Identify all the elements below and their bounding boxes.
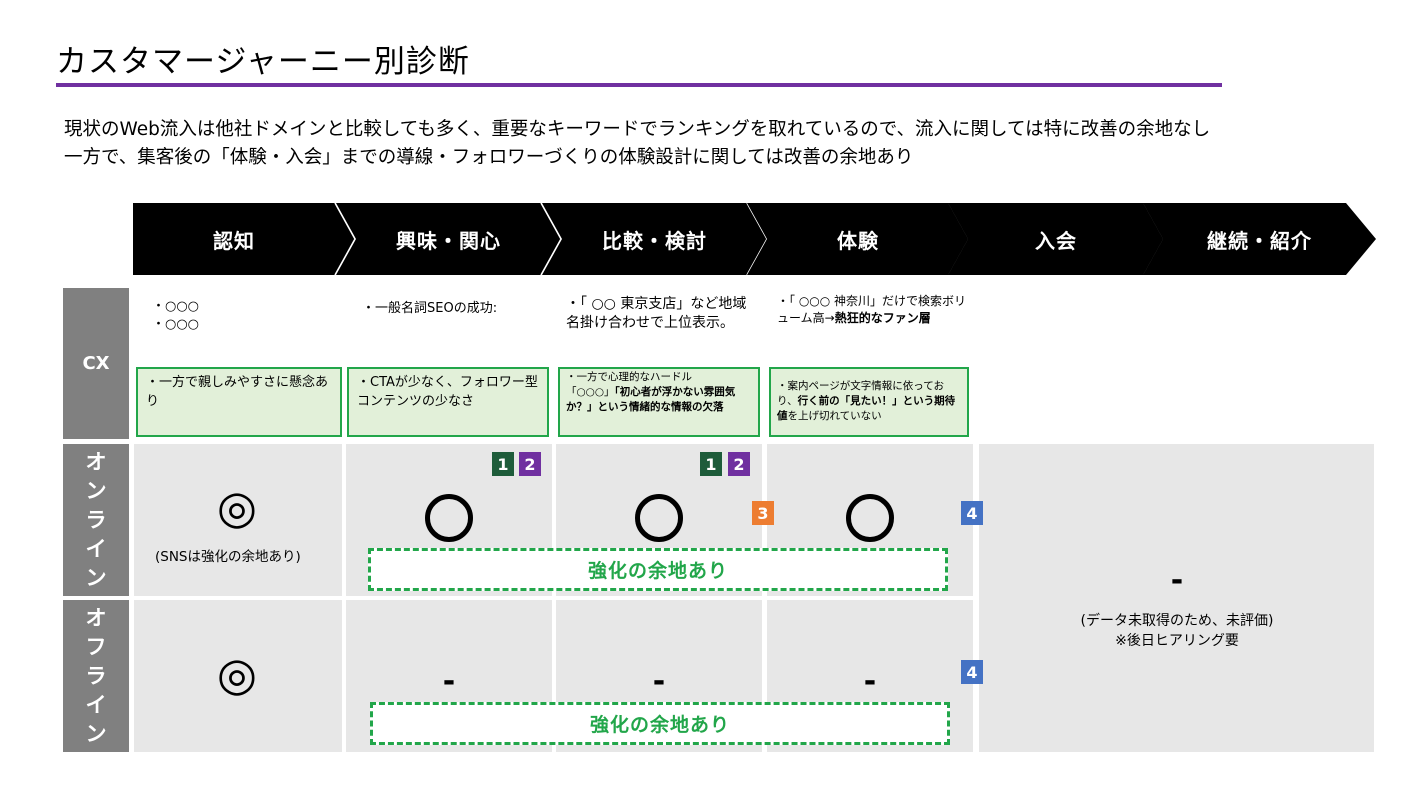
badge-4: 4 xyxy=(961,501,983,525)
cx-issue-highlight: 行く前の「見たい！」という期待値 xyxy=(777,395,956,422)
double-circle-mark: ◎ xyxy=(216,480,258,534)
badge-3: 3 xyxy=(752,501,774,525)
cx-awareness-points: ・○○○ ・○○○ xyxy=(152,298,199,334)
stage-label: 入会 xyxy=(1035,228,1077,253)
cx-point: ・○○○ xyxy=(152,317,200,332)
cx-trial-point: ・「 ○○○ 神奈川」だけで検索ボリューム高→熱狂的なファン層 xyxy=(777,293,973,327)
row-label-char: ラ xyxy=(85,663,107,688)
row-label-online: オ ン ラ イ ン xyxy=(63,444,129,596)
online-cell-awareness xyxy=(134,444,342,596)
stage-label: 認知 xyxy=(213,228,255,253)
row-label-char: ン xyxy=(85,721,107,746)
badge-2: 2 xyxy=(519,452,541,476)
summary: 現状のWeb流入は他社ドメインと比較しても多く、重要なキーワードでランキングを取… xyxy=(64,116,1414,172)
cx-issue-trial: ・案内ページが文字情報に依っており、行く前の「見たい！」という期待値を上げ切れて… xyxy=(769,367,969,437)
badge-1: 1 xyxy=(700,452,722,476)
stage-label: 体験 xyxy=(837,228,879,253)
cx-issue-compare: ・一方で心理的なハードル 「○○○」「初心者が浮かない雰囲気か？」という情緒的な… xyxy=(558,367,760,437)
row-label-char: ン xyxy=(85,565,107,590)
offline-strengthen-box: 強化の余地あり xyxy=(370,702,950,745)
cx-issue-text: を上げ切れていない xyxy=(787,410,882,422)
page-title: カスタマージャーニー別診断 xyxy=(56,44,470,80)
stage-retain-refer: 継続・紹介 xyxy=(1143,203,1376,275)
stage-trial: 体験 xyxy=(747,203,969,275)
row-label-char: ラ xyxy=(85,507,107,532)
dash-mark: - xyxy=(652,664,666,699)
pending-note-line: (データ未取得のため、未評価) xyxy=(1080,613,1274,629)
cx-issue-line: ・一方で心理的なハードル xyxy=(566,371,692,383)
circle-mark xyxy=(635,494,683,542)
cx-issue-line: 「○○○」 xyxy=(566,386,615,398)
pending-dash: - xyxy=(1170,563,1184,598)
row-label-char: イ xyxy=(85,536,107,561)
summary-line-1: 現状のWeb流入は他社ドメインと比較しても多く、重要なキーワードでランキングを取… xyxy=(64,119,1211,140)
pending-cell xyxy=(979,444,1374,752)
online-awareness-note: (SNSは強化の余地あり) xyxy=(155,549,301,565)
stage-compare: 比較・検討 xyxy=(542,203,767,275)
offline-cell-awareness xyxy=(134,600,342,752)
dash-mark: - xyxy=(863,664,877,699)
cx-issue-text: ・案内ページが文字情報に依っており、 xyxy=(777,380,944,407)
cx-issue-awareness: ・一方で親しみやすさに懸念あり xyxy=(136,367,342,437)
pending-note: (データ未取得のため、未評価) ※後日ヒアリング要 xyxy=(1029,611,1325,651)
cx-issue-highlight: 「初心者が浮かない雰囲気か？」という情緒的な情報の欠落 xyxy=(566,386,736,413)
badge-4: 4 xyxy=(961,660,983,684)
dash-mark: - xyxy=(442,664,456,699)
title-underline xyxy=(56,83,1222,87)
cx-trial-highlight: 熱狂的なファン層 xyxy=(834,311,931,325)
pending-note-line: ※後日ヒアリング要 xyxy=(1115,633,1239,649)
cx-trial-text: ・「 ○○○ 神奈川」だけで検索ボリューム高→ xyxy=(777,294,967,325)
stage-label: 継続・紹介 xyxy=(1207,228,1312,253)
row-label-offline: オ フ ラ イ ン xyxy=(63,600,129,752)
double-circle-mark: ◎ xyxy=(216,647,258,701)
cx-issue-interest: ・CTAが少なく、フォロワー型コンテンツの少なさ xyxy=(347,367,549,437)
row-label-char: オ xyxy=(85,449,107,474)
row-label-char: フ xyxy=(85,634,107,659)
journey-stages: 認知 興味・関心 比較・検討 体験 入会 継続・紹介 xyxy=(133,203,1376,275)
online-strengthen-box: 強化の余地あり xyxy=(368,548,948,591)
cx-interest-point: ・一般名詞SEOの成功: xyxy=(362,301,498,316)
row-label-char: オ xyxy=(85,605,107,630)
row-label-cx: CX xyxy=(63,288,129,439)
stage-awareness: 認知 xyxy=(133,203,355,275)
stage-interest: 興味・関心 xyxy=(336,203,561,275)
row-label-char: イ xyxy=(85,692,107,717)
badge-1: 1 xyxy=(492,452,514,476)
summary-line-2: 一方で、集客後の「体験・入会」までの導線・フォロワーづくりの体験設計に関しては改… xyxy=(64,147,914,168)
cx-point: ・○○○ xyxy=(152,299,200,314)
stage-label: 比較・検討 xyxy=(602,228,707,253)
row-label-char: ン xyxy=(85,478,107,503)
badge-2: 2 xyxy=(728,452,750,476)
stage-label: 興味・関心 xyxy=(396,228,501,253)
circle-mark xyxy=(846,494,894,542)
circle-mark xyxy=(425,494,473,542)
stage-join: 入会 xyxy=(948,203,1164,275)
cx-compare-point: ・「 ○○ 東京支店」など地域名掛け合わせで上位表示。 xyxy=(566,296,747,331)
